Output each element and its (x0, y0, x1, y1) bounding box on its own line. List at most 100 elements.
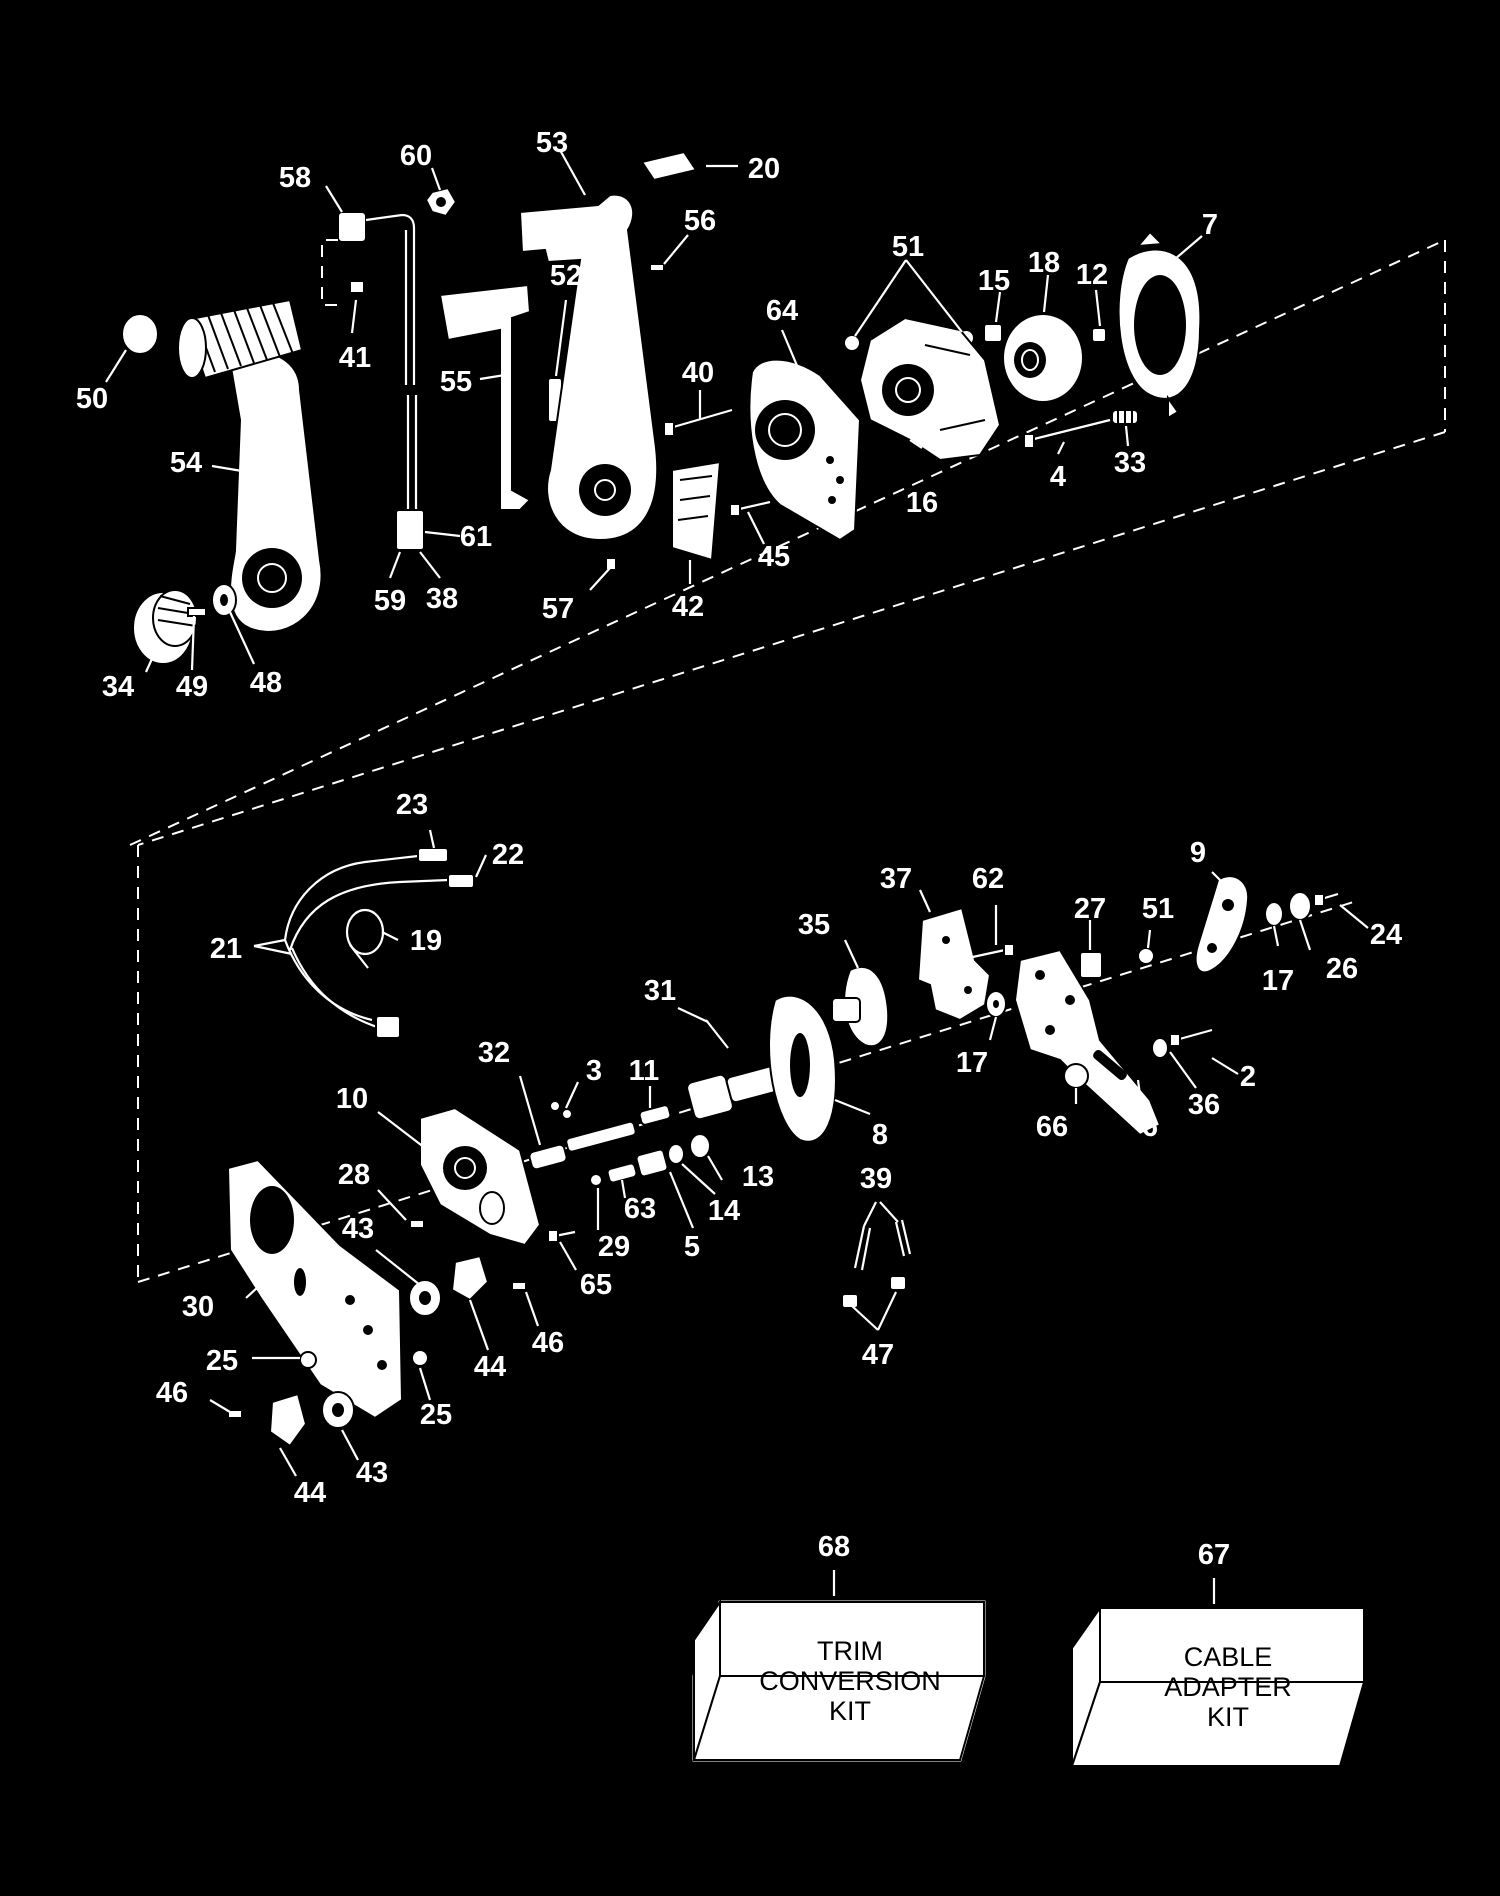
upper-callouts: 58 60 53 20 56 51 18 15 12 7 52 41 64 50… (76, 127, 1218, 703)
part-screw-28 (409, 1219, 425, 1229)
part-small-screw (649, 263, 665, 272)
part-ring-13 (689, 1133, 711, 1159)
part-sleeve-5 (635, 1148, 669, 1178)
callout-label: 36 (1188, 1089, 1220, 1121)
callout-label: 62 (972, 863, 1004, 895)
part-washer (211, 583, 237, 617)
callout-label: 16 (906, 487, 938, 519)
callout-label: 55 (440, 366, 472, 398)
callout-label: 4 (1050, 461, 1066, 493)
part-cap (121, 313, 159, 355)
callout-label: 57 (542, 593, 574, 625)
part-bushing (983, 323, 1003, 343)
callout-label: 54 (170, 447, 202, 479)
callout-label: 22 (492, 839, 524, 871)
callout-label: 17 (956, 1047, 988, 1079)
callout-label: 53 (536, 127, 568, 159)
part-main-lever (518, 193, 659, 542)
callout-label: 8 (872, 1119, 888, 1151)
callout-label: 41 (339, 342, 371, 374)
part-pins-47 (841, 1275, 907, 1309)
kit-number: 67 (1198, 1539, 1230, 1571)
callout-label: 14 (708, 1195, 740, 1227)
callout-label: 31 (644, 975, 676, 1007)
kit-label-line: TRIM (817, 1636, 883, 1666)
callout-label: 11 (629, 1055, 660, 1087)
part-screw-45 (729, 500, 771, 517)
callout-label: 7 (1202, 209, 1218, 241)
upper-assembly (121, 150, 1202, 665)
callout-label: 28 (338, 1159, 370, 1191)
part-spring-33 (1111, 409, 1139, 425)
callout-label: 65 (580, 1269, 612, 1301)
part-link-plate-9 (1194, 875, 1250, 974)
callout-label: 45 (758, 541, 790, 573)
part-mounting-plate (226, 1158, 404, 1420)
part-screw-65 (547, 1229, 576, 1243)
lower-assembly (226, 847, 1339, 1448)
part-screw (187, 607, 207, 617)
part-bracket-37 (916, 906, 992, 1022)
part-nut (424, 186, 458, 218)
callout-label: 60 (400, 140, 432, 172)
part-screw-62 (967, 943, 1015, 960)
callout-label: 17 (1262, 965, 1294, 997)
callout-label: 30 (182, 1291, 214, 1323)
part-block (640, 150, 698, 182)
callout-label: 19 (410, 925, 442, 957)
part-spring-63 (606, 1162, 638, 1184)
callout-label: 26 (1326, 953, 1358, 985)
part-washer-17b (1264, 901, 1284, 927)
callout-label: 25 (420, 1399, 452, 1431)
callout-label: 5 (684, 1231, 700, 1263)
part-cam-44a (450, 1254, 490, 1302)
part-bracket (438, 283, 532, 511)
part-knob-66 (1063, 1063, 1089, 1089)
part-shaft-flange-8 (686, 994, 837, 1143)
part-knob (132, 589, 198, 665)
part-plate (671, 460, 722, 562)
callout-label: 38 (426, 583, 458, 615)
kit-box-68: 68 TRIM CONVERSION KIT (692, 1531, 986, 1762)
kit-label-line: CABLE (1184, 1642, 1273, 1672)
callout-label: 50 (76, 383, 108, 415)
callout-label: 63 (624, 1193, 656, 1225)
part-screw-2 (1169, 1028, 1213, 1047)
callout-label: 43 (356, 1457, 388, 1489)
part-screw-24 (1313, 892, 1339, 907)
part-nut-25a (299, 1351, 317, 1369)
callout-label: 51 (1142, 893, 1174, 925)
part-balls-3 (549, 1100, 573, 1120)
callout-label: 64 (766, 295, 798, 327)
part-spring-11 (638, 1104, 672, 1126)
part-detent-housing (858, 316, 1002, 462)
part-washer-26 (1288, 891, 1312, 921)
part-hub-43b (321, 1391, 355, 1429)
callout-label: 51 (892, 231, 924, 263)
kit-number: 68 (818, 1531, 850, 1563)
callout-label: 29 (598, 1231, 630, 1263)
part-nut-51c (1137, 947, 1155, 965)
part-lever-plate-6 (1013, 948, 1162, 1137)
callout-label: 46 (532, 1327, 564, 1359)
part-block-27 (1079, 951, 1103, 979)
callout-label: 44 (294, 1477, 326, 1509)
callout-label: 15 (978, 265, 1010, 297)
part-ball-29 (589, 1173, 603, 1187)
part-long-bolt (1023, 418, 1111, 449)
callout-label: 9 (1190, 837, 1206, 869)
callout-label: 27 (1074, 893, 1106, 925)
callout-label: 20 (748, 153, 780, 185)
callout-label: 33 (1114, 447, 1146, 479)
callout-label: 10 (336, 1083, 368, 1115)
callout-label: 23 (396, 789, 428, 821)
callout-label: 12 (1076, 259, 1108, 291)
callout-label: 49 (176, 671, 208, 703)
part-cotter-pins-39 (853, 1219, 912, 1271)
part-screw-46a (511, 1281, 527, 1291)
callout-label: 35 (798, 909, 830, 941)
kit-label-line: CONVERSION (759, 1666, 941, 1696)
callout-label: 21 (210, 933, 242, 965)
callout-label: 25 (206, 1345, 238, 1377)
